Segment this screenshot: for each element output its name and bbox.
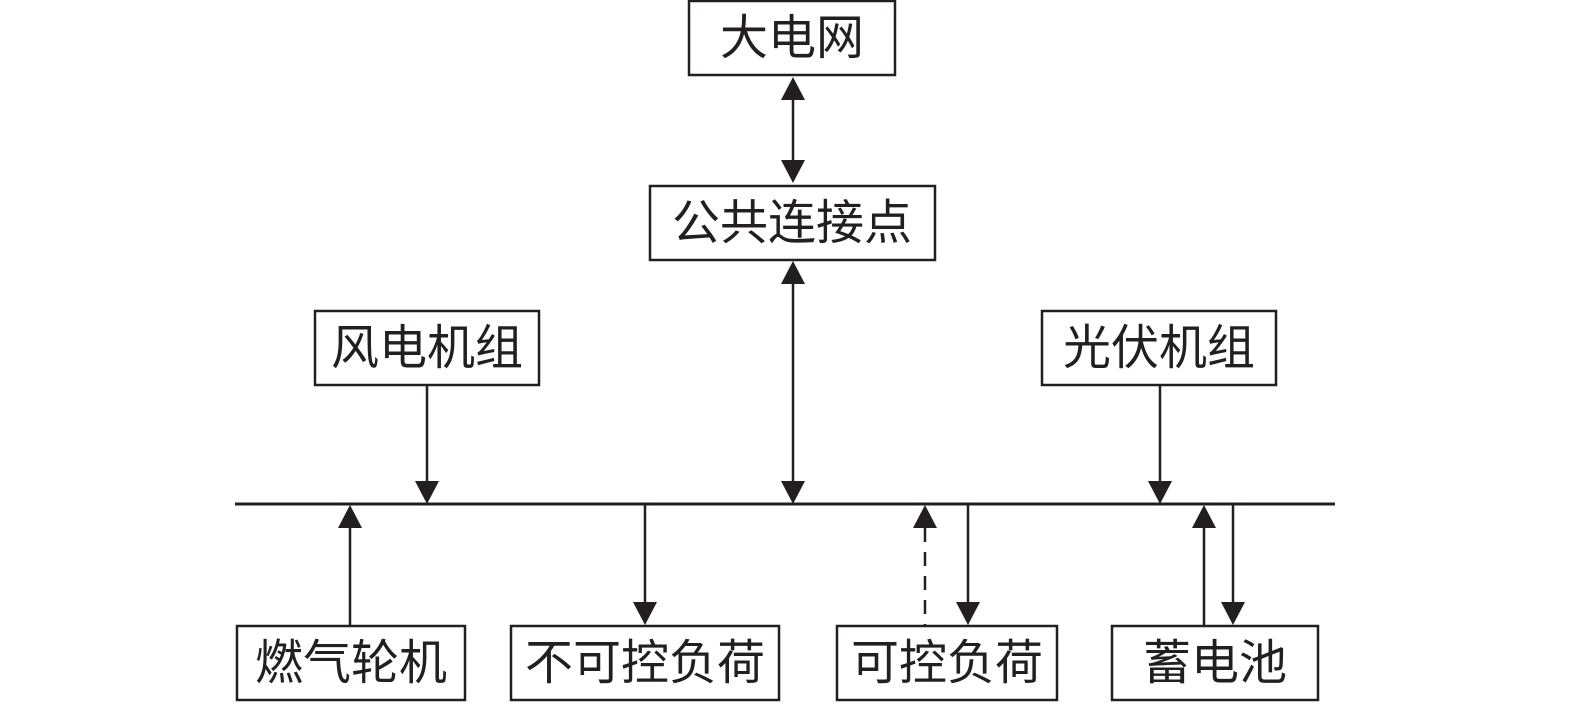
node-label-main-grid: 大电网	[720, 10, 864, 66]
connector-bus-controllable-load	[956, 504, 980, 625]
arrowhead-down-icon	[415, 481, 439, 504]
connector-battery-bus	[1192, 505, 1216, 626]
node-box	[235, 624, 467, 702]
arrowhead-up-icon	[781, 77, 805, 100]
node-box	[835, 624, 1059, 702]
arrowhead-down-icon	[781, 160, 805, 183]
arrowhead-up-icon	[781, 261, 805, 284]
node-wind: 风电机组	[313, 309, 541, 387]
arrowhead-up-icon	[913, 505, 937, 528]
arrowhead-up-icon	[1192, 505, 1216, 528]
arrowhead-down-icon	[781, 481, 805, 504]
node-box	[313, 309, 541, 387]
node-label-wind: 风电机组	[331, 320, 523, 376]
node-pv: 光伏机组	[1040, 309, 1278, 387]
connector-wind-bus	[415, 385, 439, 504]
node-label-uncontrollable-load: 不可控负荷	[525, 635, 765, 691]
node-box	[1110, 624, 1320, 702]
connector-bus-uncontrollable-load	[633, 504, 657, 625]
node-box	[687, 0, 897, 77]
node-box	[1040, 309, 1278, 387]
connector-pcc-bus	[781, 261, 805, 504]
node-battery: 蓄电池	[1110, 624, 1320, 702]
arrowhead-down-icon	[1148, 481, 1172, 504]
node-label-pv: 光伏机组	[1063, 320, 1255, 376]
arrowhead-down-icon	[956, 602, 980, 625]
node-gas-turbine: 燃气轮机	[235, 624, 467, 702]
connector-pv-bus	[1148, 385, 1172, 504]
connector-bus-battery	[1221, 504, 1245, 625]
node-label-controllable-load: 可控负荷	[851, 635, 1043, 691]
node-main-grid: 大电网	[687, 0, 897, 77]
node-box	[509, 624, 781, 702]
node-label-pcc: 公共连接点	[672, 195, 912, 251]
connector-controllable-load-bus-dashed	[913, 505, 937, 626]
node-label-gas-turbine: 燃气轮机	[255, 635, 447, 691]
node-uncontrollable-load: 不可控负荷	[509, 624, 781, 702]
arrowhead-down-icon	[1221, 602, 1245, 625]
connector-main-grid-pcc	[781, 77, 805, 183]
node-label-battery: 蓄电池	[1143, 635, 1287, 691]
node-box	[648, 184, 937, 262]
connector-gas-turbine-bus	[338, 505, 362, 626]
arrowhead-down-icon	[633, 602, 657, 625]
node-pcc: 公共连接点	[648, 184, 937, 262]
arrowhead-up-icon	[338, 505, 362, 528]
node-controllable-load: 可控负荷	[835, 624, 1059, 702]
